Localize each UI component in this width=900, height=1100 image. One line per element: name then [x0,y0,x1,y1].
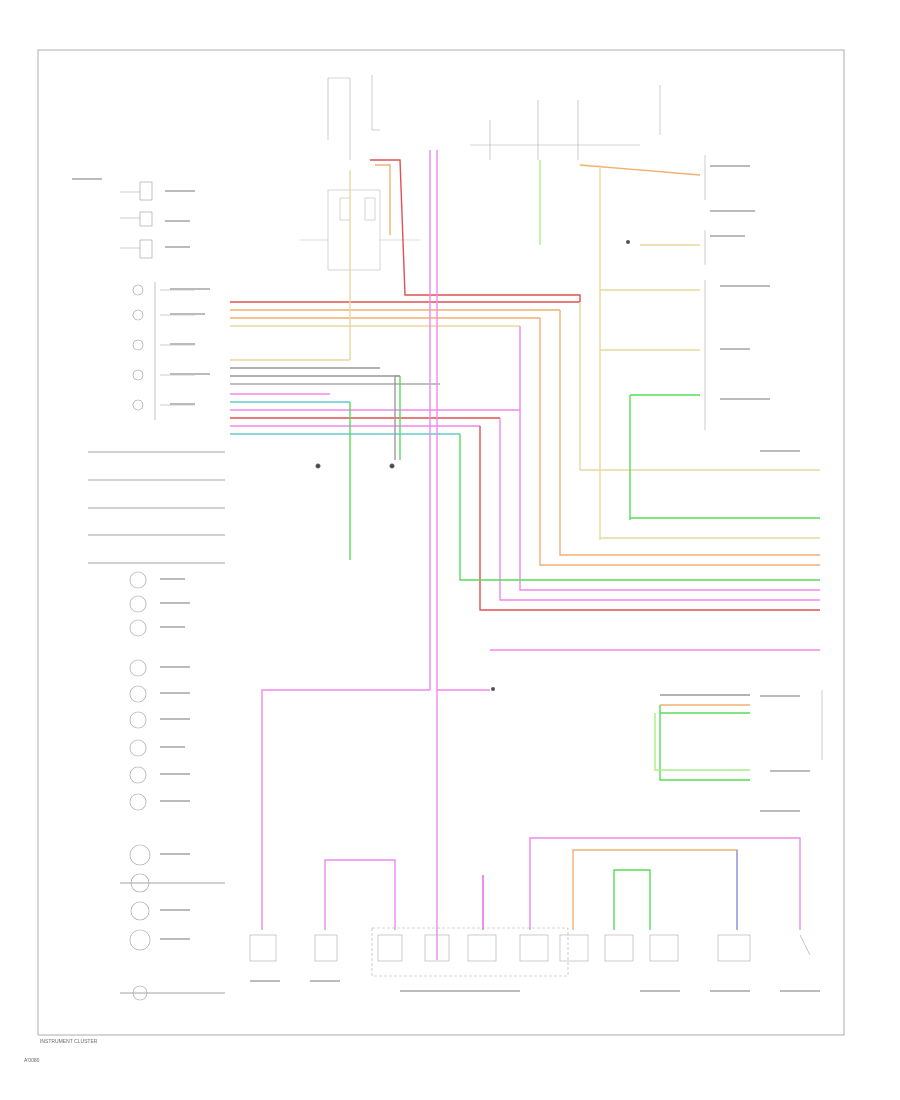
right-connectors [704,155,823,760]
bottom-modules [249,927,811,977]
label-marks [72,165,820,992]
gauge-symbols [120,181,195,420]
fuse-block [300,189,420,271]
ground-symbols [315,240,630,691]
ignition-switch-area [327,75,661,160]
wire-harness [230,150,820,960]
diagram-caption: INSTRUMENT CLUSTER [40,1039,98,1045]
left-wire-stubs [88,451,225,994]
diagram-border [37,49,845,1036]
page-code: A'0080 [24,1058,40,1064]
indicator-lamps [129,571,151,1001]
